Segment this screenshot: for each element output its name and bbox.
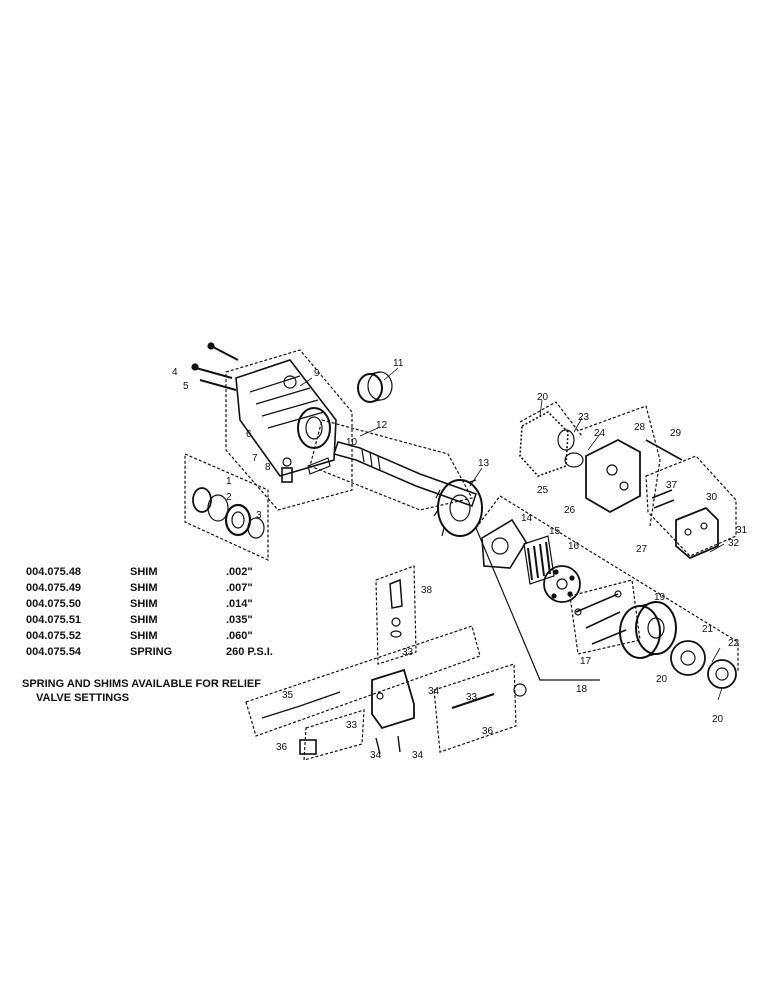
part-value: .002" — [226, 566, 253, 578]
wear-plate — [481, 518, 527, 569]
callout-6: 6 — [246, 429, 252, 440]
callout-20-a: 20 — [537, 392, 549, 403]
bracket-18 — [475, 495, 739, 681]
part-number: 004.075.48 — [26, 566, 82, 578]
part-value: .035" — [226, 614, 253, 626]
callout-34-b: 34 — [370, 750, 382, 761]
table-row: 004.075.49 SHIM .007" — [26, 582, 273, 598]
flange-22 — [707, 659, 737, 689]
callout-33-c: 33 — [466, 692, 478, 703]
callout-9: 9 — [314, 368, 320, 379]
table-row: 004.075.48 SHIM .002" — [26, 566, 273, 582]
callout-11: 11 — [393, 358, 404, 369]
callout-33-a: 33 — [402, 647, 414, 658]
callout-22: 22 — [728, 638, 740, 649]
callout-18: 18 — [576, 684, 588, 695]
parts-table: 004.075.48 SHIM .002" 004.075.49 SHIM .0… — [26, 566, 273, 662]
callout-32: 32 — [728, 538, 740, 549]
callout-36-b: 36 — [482, 726, 494, 737]
table-row: 004.075.50 SHIM .014" — [26, 598, 273, 614]
part-description: SHIM — [130, 598, 158, 610]
housing-bolts — [191, 342, 239, 391]
part-value: .014" — [226, 598, 253, 610]
relief-valve-note: SPRING AND SHIMS AVAILABLE FOR RELIEF VA… — [22, 677, 261, 705]
callout-37: 37 — [666, 480, 678, 491]
note-line-2: VALVE SETTINGS — [36, 692, 130, 704]
table-row: 004.075.52 SHIM .060" — [26, 630, 273, 646]
part-description: SHIM — [130, 630, 158, 642]
callout-13: 13 — [478, 458, 490, 469]
callout-23: 23 — [578, 412, 590, 423]
seal-kit-group — [184, 453, 269, 561]
relief-valve-block-31 — [645, 455, 737, 560]
part-number: 004.075.50 — [26, 598, 82, 610]
callout-36-a: 36 — [276, 742, 288, 753]
callout-numbers: 1 2 3 4 5 6 7 8 9 10 11 12 13 14 15 16 1… — [172, 358, 748, 761]
part-number: 004.075.51 — [26, 614, 82, 626]
callout-2: 2 — [226, 492, 232, 503]
callout-19: 19 — [654, 592, 666, 603]
callout-35: 35 — [282, 690, 294, 701]
callout-34-c: 34 — [412, 750, 424, 761]
note-line-1: SPRING AND SHIMS AVAILABLE FOR RELIEF — [22, 678, 261, 690]
part-value: 260 P.S.I. — [226, 646, 273, 658]
callout-8: 8 — [265, 462, 271, 473]
callout-17: 17 — [580, 656, 592, 667]
callout-31: 31 — [736, 525, 748, 536]
leader-lines — [299, 367, 725, 701]
relief-valve-assembly — [245, 565, 527, 761]
callout-12: 12 — [376, 420, 388, 431]
bolt-29 — [645, 439, 683, 461]
table-row: 004.075.51 SHIM .035" — [26, 614, 273, 630]
part-description: SPRING — [130, 646, 173, 658]
gear-13 — [433, 479, 483, 537]
pump-housing-group — [225, 349, 353, 511]
part-description: SHIM — [130, 566, 158, 578]
callout-21: 21 — [702, 624, 714, 635]
callout-7: 7 — [252, 453, 258, 464]
cover-gasket — [519, 401, 584, 477]
callout-28: 28 — [634, 422, 646, 433]
roller-set — [523, 535, 555, 585]
callout-5: 5 — [183, 381, 189, 392]
callout-15: 15 — [549, 526, 561, 537]
part-description: SHIM — [130, 582, 158, 594]
table-row: 004.075.54 SPRING 260 P.S.I. — [26, 646, 273, 662]
bearing-11 — [357, 371, 393, 403]
callout-30: 30 — [706, 492, 718, 503]
flange-21 — [670, 640, 706, 676]
part-number: 004.075.54 — [26, 646, 82, 658]
callout-4: 4 — [172, 367, 178, 378]
callout-24: 24 — [594, 428, 606, 439]
part-number: 004.075.49 — [26, 582, 82, 594]
callout-20-b: 20 — [656, 674, 668, 685]
part-value: .007" — [226, 582, 253, 594]
rotor-16 — [543, 565, 581, 603]
callout-25: 25 — [537, 485, 549, 496]
callout-27: 27 — [636, 544, 648, 555]
callout-33-b: 33 — [346, 720, 358, 731]
callout-26: 26 — [564, 505, 576, 516]
callout-38: 38 — [421, 585, 433, 596]
drive-shaft — [309, 419, 477, 511]
callout-16: 16 — [568, 541, 580, 552]
callout-14: 14 — [521, 513, 533, 524]
callout-10: 10 — [346, 437, 358, 448]
callout-1: 1 — [226, 476, 232, 487]
valve-body-26 — [579, 405, 661, 527]
part-description: SHIM — [130, 614, 158, 626]
part-number: 004.075.52 — [26, 630, 82, 642]
callout-34-a: 34 — [428, 686, 440, 697]
part-value: .060" — [226, 630, 253, 642]
key-part — [307, 457, 331, 475]
linkage-17 — [569, 579, 641, 655]
callout-20-c: 20 — [712, 714, 724, 725]
end-housing-19 — [619, 601, 677, 659]
callout-29: 29 — [670, 428, 682, 439]
callout-3: 3 — [256, 510, 262, 521]
